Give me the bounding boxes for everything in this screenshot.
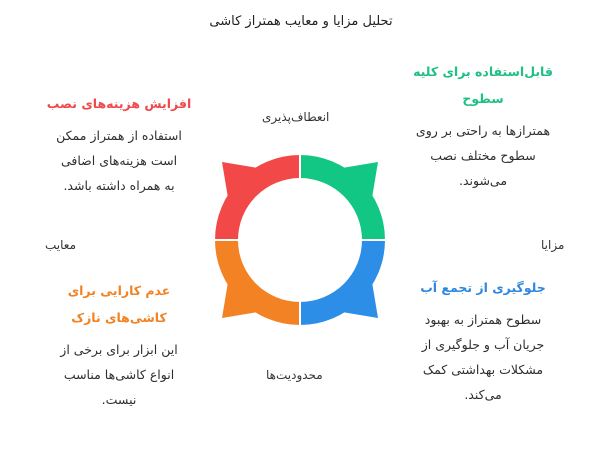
arrow-head-bottom-left <box>222 270 270 318</box>
arrow-head-top-left <box>222 162 270 210</box>
quadrant-top-right: قابل‌استفاده برای کلیه سطوح همترازها به … <box>398 58 568 193</box>
heading-line: سطوح <box>462 91 504 106</box>
axis-label-right: مزایا <box>541 238 565 252</box>
quadrant-top-right-heading: قابل‌استفاده برای کلیه سطوح <box>398 58 568 112</box>
arrow-head-top-right <box>330 162 378 210</box>
heading-line: کاشی‌های نازک <box>71 310 167 325</box>
diagram-title: تحلیل مزایا و معایب همتراز کاشی <box>209 14 393 29</box>
description-line: مشکلات بهداشتی کمک <box>422 362 544 377</box>
quadrant-bottom-right-heading: جلوگیری از تجمع آب <box>398 274 568 301</box>
description-line: به همراه داشته باشد. <box>63 178 175 193</box>
heading-line: عدم کارایی برای <box>67 283 171 298</box>
quadrant-top-right-description: همترازها به راحتی بر روی سطوح مختلف نصب … <box>398 118 568 193</box>
axis-label-bottom: محدودیت‌ها <box>266 368 323 382</box>
quadrant-top-left-description: استفاده از همتراز ممکن است هزینه‌های اضا… <box>34 123 204 198</box>
heading-line: قابل‌استفاده برای کلیه <box>413 64 553 79</box>
description-line: جریان آب و جلوگیری از <box>421 337 545 352</box>
description-line: سطوح مختلف نصب <box>430 148 536 163</box>
description-line: سطوح همتراز به بهبود <box>424 312 542 327</box>
quadrant-bottom-right-description: سطوح همتراز به بهبود جریان آب و جلوگیری … <box>398 307 568 407</box>
quadrant-bottom-left: عدم کارایی برای کاشی‌های نازک این ابزار … <box>34 277 204 412</box>
ring-segment-bottom-left <box>215 240 300 325</box>
cycle-diagram <box>212 152 388 328</box>
description-line: نیست. <box>101 392 137 407</box>
description-line: می‌کند. <box>464 387 502 402</box>
description-line: استفاده از همتراز ممکن <box>56 128 182 143</box>
ring-segment-top-right <box>300 155 385 240</box>
axis-label-left: معایب <box>45 238 76 252</box>
description-line: انواع کاشی‌ها مناسب <box>63 367 175 382</box>
description-line: این ابزار برای برخی از <box>60 342 178 357</box>
heading-line: جلوگیری از تجمع آب <box>420 280 546 295</box>
ring-segment-top-left <box>215 155 300 240</box>
quadrant-bottom-left-description: این ابزار برای برخی از انواع کاشی‌ها منا… <box>34 337 204 412</box>
ring-segment-bottom-right <box>300 240 385 325</box>
quadrant-bottom-right: جلوگیری از تجمع آب سطوح همتراز به بهبود … <box>398 274 568 407</box>
quadrant-top-left: افزایش هزینه‌های نصب استفاده از همتراز م… <box>34 90 204 198</box>
axis-label-top: انعطاف‌پذیری <box>262 110 330 124</box>
description-line: همترازها به راحتی بر روی <box>415 123 551 138</box>
quadrant-bottom-left-heading: عدم کارایی برای کاشی‌های نازک <box>34 277 204 331</box>
arrow-head-bottom-right <box>330 270 378 318</box>
heading-line: افزایش هزینه‌های نصب <box>46 96 192 111</box>
description-line: می‌شوند. <box>458 173 508 188</box>
quadrant-top-left-heading: افزایش هزینه‌های نصب <box>34 90 204 117</box>
description-line: است هزینه‌های اضافی <box>60 153 178 168</box>
